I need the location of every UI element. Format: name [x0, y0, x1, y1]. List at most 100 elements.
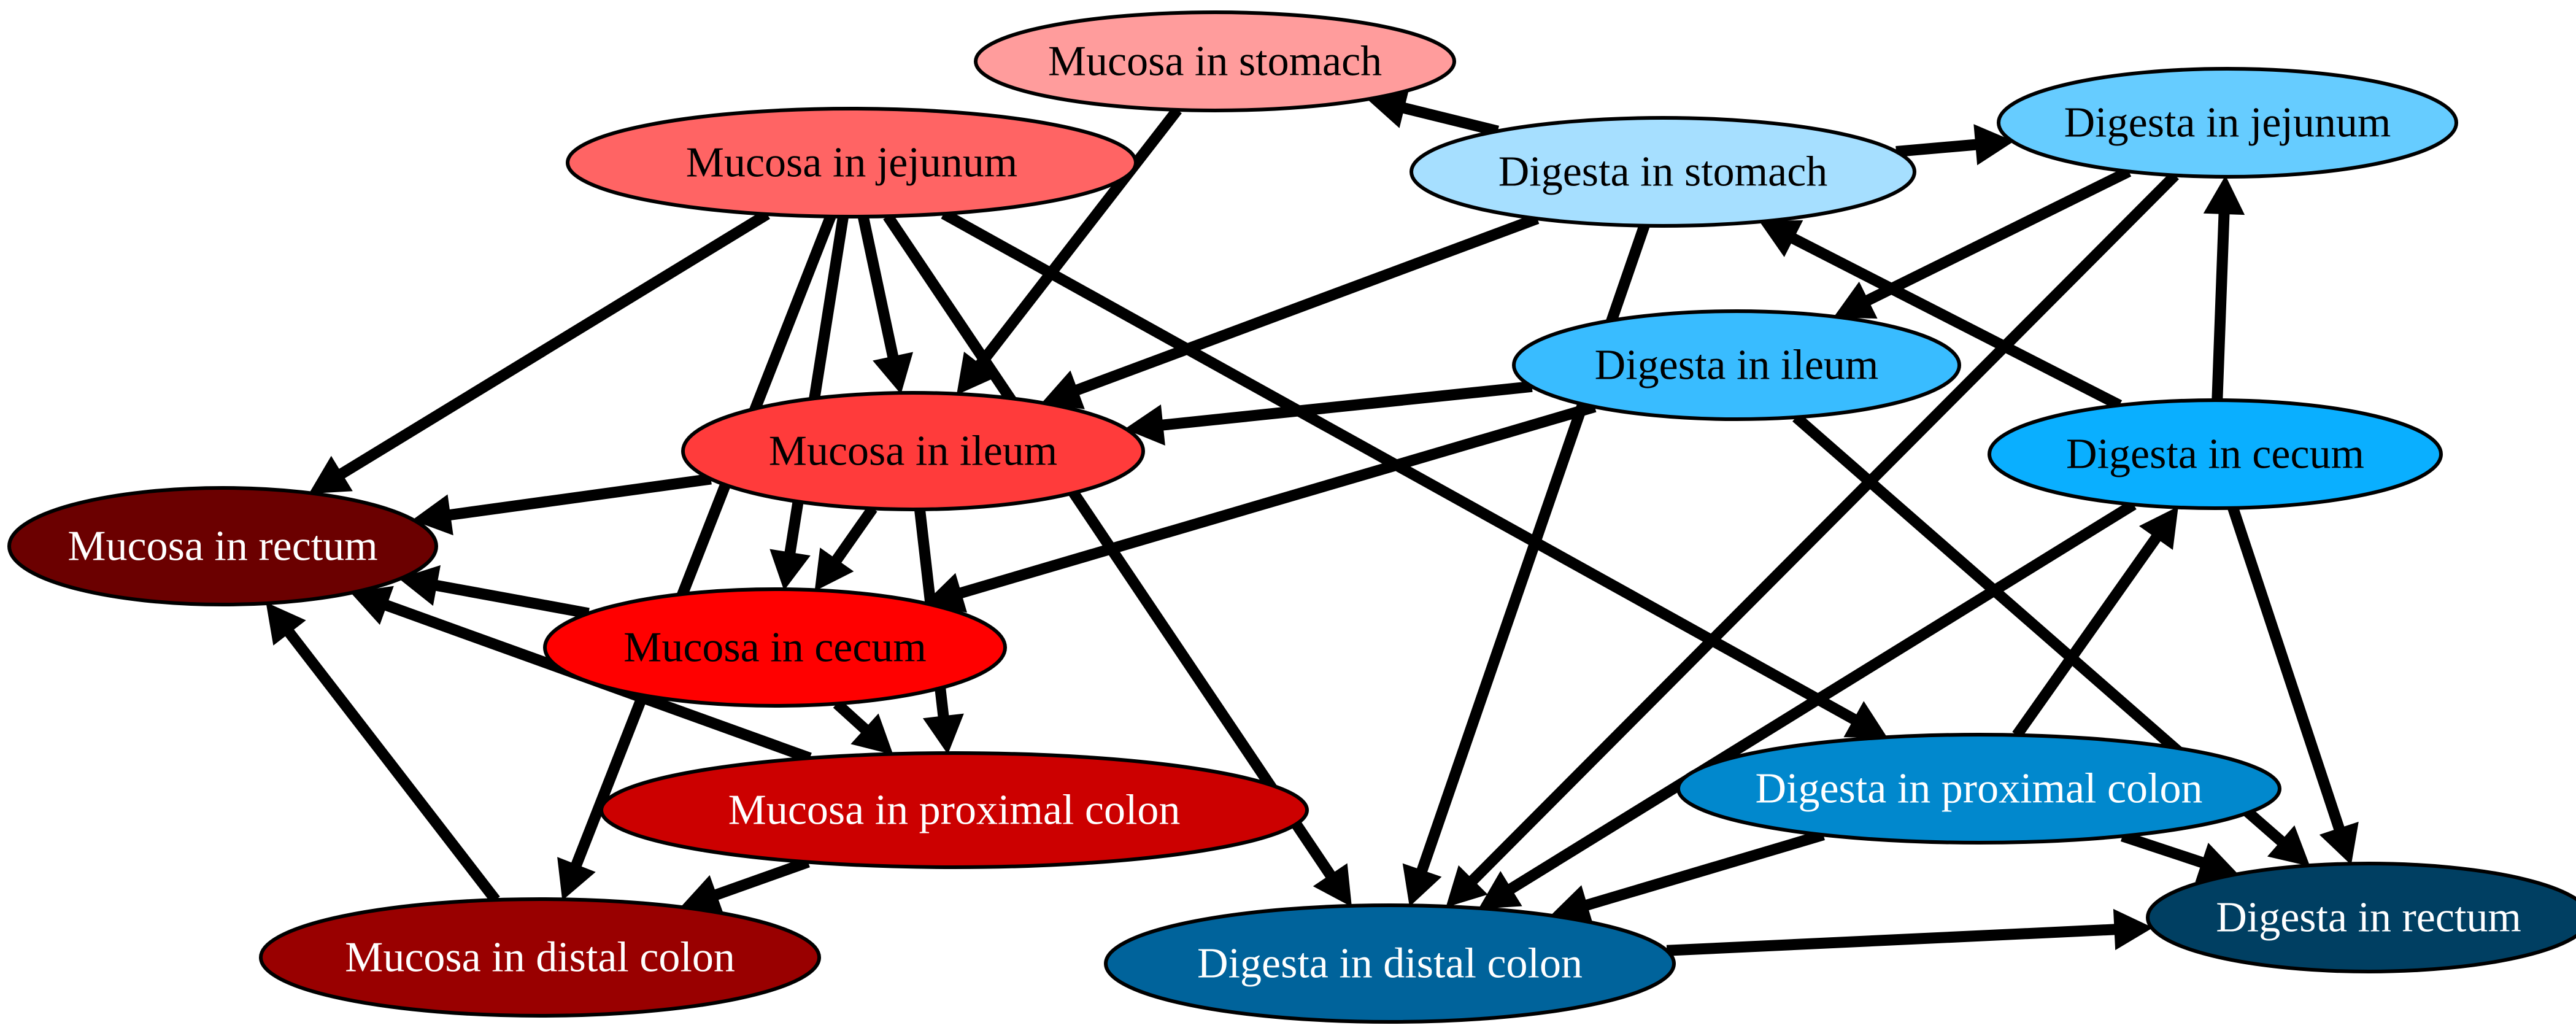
- node-mucosa-proximal-colon: Mucosa in proximal colon: [600, 751, 1309, 869]
- node-digesta-cecum: Digesta in cecum: [1988, 398, 2443, 510]
- edge-line: [1402, 102, 1499, 137]
- arrowhead-icon: [2319, 821, 2359, 865]
- arrowhead-icon: [850, 713, 893, 755]
- edge-line: [833, 699, 869, 733]
- edge-digesta-cecum-to-digesta-distal-colon: [1478, 500, 2137, 910]
- node-ellipse: [1997, 67, 2458, 179]
- node-ellipse: [7, 486, 438, 606]
- edge-digesta-proximal-colon-to-digesta-rectum: [2120, 830, 2239, 883]
- node-label: Mucosa in distal colon: [345, 934, 735, 981]
- edge-line: [975, 106, 1182, 368]
- node-label: Digesta in cecum: [2066, 431, 2364, 478]
- edge-mucosa-ileum-to-mucosa-cecum: [814, 505, 877, 592]
- arrowhead-icon: [309, 455, 353, 494]
- edge-line: [2120, 830, 2204, 868]
- node-mucosa-cecum: Mucosa in cecum: [543, 587, 1007, 708]
- edge-line: [1468, 171, 2179, 884]
- edge-mucosa-distal-colon-to-mucosa-rectum: [266, 602, 500, 903]
- node-label: Digesta in jejunum: [2064, 99, 2391, 147]
- node-mucosa-distal-colon: Mucosa in distal colon: [259, 897, 821, 1018]
- node-mucosa-ileum: Mucosa in ileum: [681, 391, 1145, 511]
- node-ellipse: [1104, 903, 1676, 1024]
- arrowhead-icon: [412, 494, 453, 536]
- node-ellipse: [600, 751, 1309, 869]
- arrowhead-icon: [2267, 825, 2310, 867]
- node-mucosa-stomach: Mucosa in stomach: [974, 10, 1456, 112]
- node-label: Mucosa in proximal colon: [728, 787, 1181, 834]
- node-label: Mucosa in rectum: [67, 523, 377, 570]
- edge-line: [338, 209, 770, 479]
- arrowhead-icon: [1834, 281, 1878, 319]
- edge-line: [571, 214, 836, 867]
- edge-digesta-proximal-colon-to-digesta-cecum: [2012, 506, 2178, 738]
- edge-line: [1895, 139, 1976, 157]
- edge-line: [1508, 500, 2137, 894]
- edge-mucosa-jejunum-to-mucosa-rectum: [309, 209, 770, 494]
- edge-mucosa-cecum-to-mucosa-rectum: [398, 565, 590, 619]
- arrowhead-icon: [1478, 871, 1522, 910]
- node-label: Digesta in proximal colon: [1755, 765, 2202, 813]
- edge-line: [714, 857, 810, 900]
- edge-line: [285, 629, 500, 903]
- edge-line: [1666, 924, 2115, 956]
- edge-digesta-distal-colon-to-digesta-rectum: [1666, 908, 2153, 956]
- node-ellipse: [259, 897, 821, 1018]
- edge-digesta-jejunum-to-digesta-ileum: [1834, 166, 2132, 319]
- edge-mucosa-proximal-colon-to-mucosa-distal-colon: [680, 857, 810, 914]
- node-digesta-proximal-colon: Digesta in proximal colon: [1676, 733, 2281, 845]
- arrowhead-icon: [557, 857, 596, 901]
- edge-mucosa-jejunum-to-mucosa-ileum: [857, 215, 914, 395]
- arrowhead-icon: [2138, 506, 2178, 550]
- node-ellipse: [1676, 733, 2281, 845]
- node-ellipse: [1409, 116, 1916, 228]
- node-ellipse: [681, 391, 1145, 511]
- node-label: Digesta in rectum: [2216, 894, 2521, 941]
- arrowhead-icon: [922, 713, 964, 755]
- edge-digesta-ileum-to-mucosa-ileum: [1124, 381, 1533, 446]
- node-label: Mucosa in ileum: [769, 428, 1057, 475]
- arrowhead-icon: [769, 549, 811, 591]
- arrowhead-icon: [956, 351, 997, 395]
- edge-line: [2227, 506, 2345, 831]
- edge-mucosa-stomach-to-mucosa-ileum: [956, 106, 1182, 395]
- arrowhead-icon: [1402, 863, 1442, 907]
- arrowhead-icon: [2113, 908, 2153, 951]
- edge-digesta-ileum-to-mucosa-cecum: [924, 401, 1597, 613]
- edge-line: [1791, 233, 2123, 411]
- node-ellipse: [974, 10, 1456, 112]
- node-label: Digesta in distal colon: [1197, 940, 1583, 988]
- node-ellipse: [2146, 862, 2576, 973]
- arrowhead-icon: [1124, 404, 1165, 446]
- node-label: Mucosa in stomach: [1048, 38, 1382, 85]
- arrowhead-icon: [1446, 865, 1488, 908]
- edge-line: [1865, 166, 2132, 306]
- edge-line: [2212, 213, 2230, 401]
- edge-line: [831, 505, 877, 563]
- edge-line: [2012, 534, 2161, 738]
- edge-line: [1162, 381, 1533, 431]
- arrowhead-icon: [2203, 175, 2245, 215]
- node-label: Digesta in ileum: [1595, 342, 1879, 389]
- node-mucosa-jejunum: Mucosa in jejunum: [566, 107, 1138, 218]
- node-ellipse: [543, 587, 1007, 708]
- node-digesta-stomach: Digesta in stomach: [1409, 116, 1916, 228]
- node-digesta-rectum: Digesta in rectum: [2146, 862, 2576, 973]
- node-ellipse: [1988, 398, 2443, 510]
- edge-line: [857, 215, 899, 358]
- edge-mucosa-ileum-to-mucosa-rectum: [412, 473, 712, 536]
- node-ellipse: [1512, 309, 1961, 421]
- arrowhead-icon: [814, 547, 854, 592]
- node-digesta-ileum: Digesta in ileum: [1512, 309, 1961, 421]
- edge-line: [435, 579, 590, 619]
- edge-mucosa-cecum-to-mucosa-proximal-colon: [833, 699, 893, 755]
- arrowhead-icon: [1313, 863, 1352, 907]
- arrowhead-icon: [873, 352, 914, 395]
- edge-line: [449, 473, 712, 520]
- edge-mucosa-jejunum-to-mucosa-distal-colon: [557, 214, 836, 901]
- arrowhead-icon: [1973, 124, 2015, 166]
- node-label: Mucosa in jejunum: [686, 139, 1017, 187]
- node-digesta-jejunum: Digesta in jejunum: [1997, 67, 2458, 179]
- edge-digesta-cecum-to-digesta-jejunum: [2203, 175, 2245, 401]
